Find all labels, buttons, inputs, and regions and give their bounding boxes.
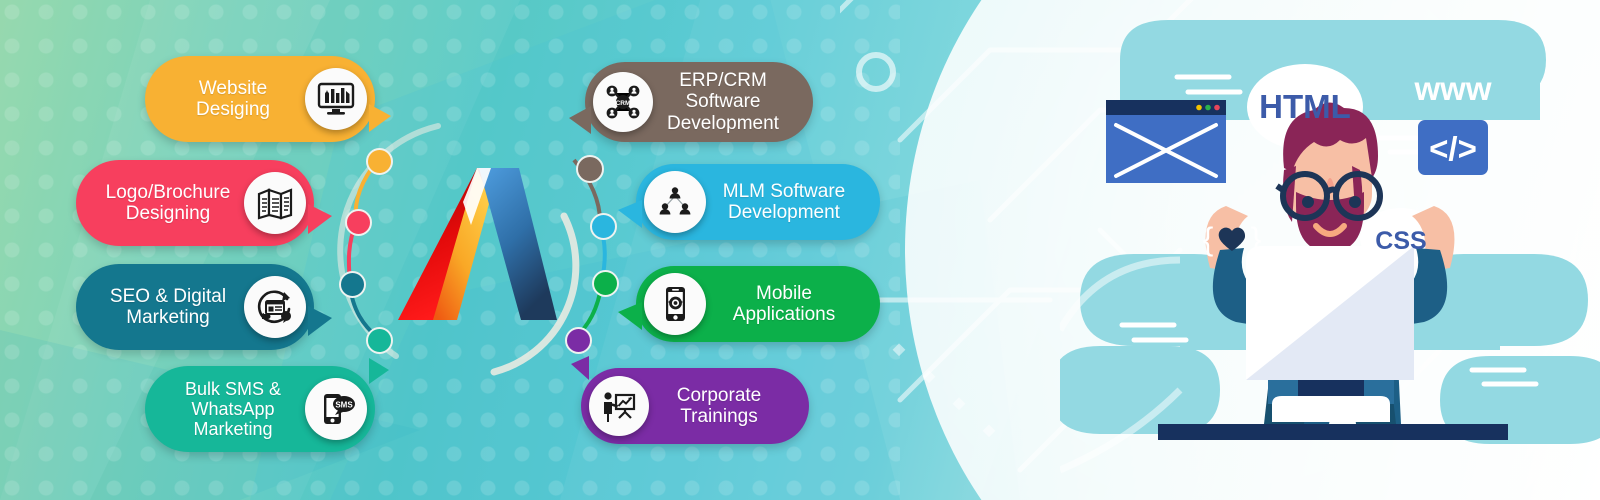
service-bubble-mlm-software-development[interactable]: MLM Software Development xyxy=(618,164,880,240)
bubble-tail xyxy=(569,106,591,134)
service-label: Logo/Brochure Designing xyxy=(105,181,231,224)
bubble-tail xyxy=(369,104,391,132)
svg-text:{: { xyxy=(1203,221,1214,257)
service-bubble-mobile-applications[interactable]: Mobile Applications xyxy=(618,266,880,342)
crm-network-icon: CRM xyxy=(593,72,653,132)
css-bubble-label: CSS xyxy=(1375,227,1426,255)
service-bubble-logo-brochure-designing[interactable]: Logo/Brochure Designing xyxy=(76,160,332,246)
service-label: MLM Software Development xyxy=(722,180,846,223)
connector-dot xyxy=(576,155,604,183)
service-label: Mobile Applications xyxy=(732,282,836,325)
training-board-icon xyxy=(589,376,649,436)
bubble-tail xyxy=(308,204,332,234)
connector-dot xyxy=(590,213,617,240)
connector-dot xyxy=(565,327,592,354)
service-label: Bulk SMS & WhatsApp Marketing xyxy=(184,378,282,440)
service-bubble-website-designing[interactable]: Website Desiging xyxy=(145,56,391,142)
svg-text:CRM: CRM xyxy=(616,100,631,107)
www-label: www xyxy=(1413,70,1491,107)
connector-dot xyxy=(345,209,372,236)
service-bubble-bulk-sms-whatsapp-marketing[interactable]: Bulk SMS & WhatsApp Marketing SMS xyxy=(145,358,389,452)
web-developer-illustration: HTML CSS www </> { } xyxy=(1060,20,1600,474)
heart-code-glyph: { } xyxy=(1203,221,1262,257)
bubble-tail xyxy=(308,306,332,336)
service-label: SEO & Digital Marketing xyxy=(109,285,227,328)
service-label: Website Desiging xyxy=(196,77,270,120)
svg-text:SMS: SMS xyxy=(335,401,353,410)
seo-loop-icon xyxy=(244,276,306,338)
mobile-app-icon xyxy=(644,273,706,335)
service-label: ERP/CRM Software Development xyxy=(667,70,779,134)
connector-dot xyxy=(339,271,366,298)
service-bubble-corporate-trainings[interactable]: Corporate Trainings xyxy=(571,356,809,444)
svg-text:}: } xyxy=(1251,221,1262,257)
brochure-icon xyxy=(244,172,306,234)
bubble-tail xyxy=(618,200,642,228)
code-tag-label: </> xyxy=(1429,130,1477,167)
bubble-tail xyxy=(618,302,642,330)
brand-a-logo xyxy=(398,168,557,320)
bubble-tail xyxy=(571,356,589,380)
sms-phone-icon: SMS xyxy=(305,378,367,440)
connector-dot xyxy=(592,270,619,297)
developer-character xyxy=(1158,102,1508,440)
mlm-hierarchy-icon xyxy=(644,171,706,233)
browser-wireframe xyxy=(1106,100,1226,183)
service-bubble-seo-digital-marketing[interactable]: SEO & Digital Marketing xyxy=(76,264,332,350)
service-label: Corporate Trainings xyxy=(676,384,762,427)
connector-dot xyxy=(366,148,393,175)
service-bubble-erp-crm-software-development[interactable]: CRM ERP/CRM Software Development xyxy=(569,62,813,142)
monitor-design-icon xyxy=(305,68,367,130)
bubble-tail xyxy=(369,358,389,384)
code-tag-box xyxy=(1418,120,1488,175)
html-bubble-label: HTML xyxy=(1259,88,1351,125)
connector-dot xyxy=(366,327,393,354)
